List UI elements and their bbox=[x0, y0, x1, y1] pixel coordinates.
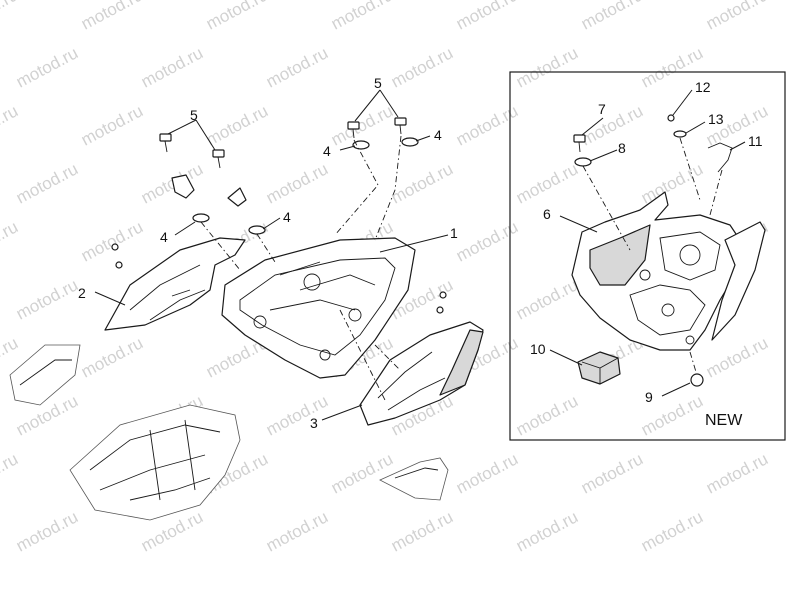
callout-5b: 5 bbox=[374, 75, 382, 91]
bolt-7 bbox=[573, 134, 586, 153]
watermark-text-8: motod.ru bbox=[138, 43, 206, 91]
frame-ghost bbox=[9, 344, 449, 521]
watermark-text-55: motod.ru bbox=[328, 449, 396, 497]
washer-4-c bbox=[192, 213, 210, 223]
watermark-text-64: motod.ru bbox=[638, 507, 706, 555]
bolt-5-b bbox=[212, 149, 225, 169]
watermark-text-21: motod.ru bbox=[138, 159, 206, 207]
washer-8 bbox=[574, 157, 592, 167]
callout-13: 13 bbox=[708, 111, 724, 127]
part-6-tail-cover bbox=[571, 191, 766, 351]
watermark-text-63: motod.ru bbox=[513, 507, 581, 555]
watermark-text-17: motod.ru bbox=[453, 101, 521, 149]
watermark-text-9: motod.ru bbox=[263, 43, 331, 91]
watermark-text-6: motod.ru bbox=[703, 0, 771, 34]
watermark-text-30: motod.ru bbox=[453, 217, 521, 265]
clip-11 bbox=[707, 142, 733, 173]
callout-3: 3 bbox=[310, 415, 318, 431]
callout-9: 9 bbox=[645, 389, 653, 405]
watermark-text-11: motod.ru bbox=[513, 43, 581, 91]
screw-12 bbox=[667, 114, 675, 122]
part-2-left-cover bbox=[104, 237, 246, 331]
washer-4-a bbox=[352, 140, 370, 150]
callout-7: 7 bbox=[598, 101, 606, 117]
watermark-text-23: motod.ru bbox=[388, 159, 456, 207]
callout-4a: 4 bbox=[323, 143, 331, 159]
washer-4-d bbox=[248, 225, 266, 235]
watermark-text-20: motod.ru bbox=[13, 159, 81, 207]
watermark-text-3: motod.ru bbox=[328, 0, 396, 34]
part-1-tray bbox=[221, 237, 416, 379]
watermark-text-25: motod.ru bbox=[638, 159, 706, 207]
watermark-text-37: motod.ru bbox=[513, 275, 581, 323]
new-label: NEW bbox=[705, 412, 743, 429]
callout-5a: 5 bbox=[190, 107, 198, 123]
small-nut-right-2 bbox=[436, 306, 444, 314]
bolt-5-c bbox=[347, 121, 360, 139]
watermark-text-13: motod.ru bbox=[0, 101, 21, 149]
leader-lines bbox=[94, 89, 449, 421]
washer-4-b bbox=[401, 137, 419, 147]
callout-8: 8 bbox=[618, 140, 626, 156]
watermark-text-50: motod.ru bbox=[513, 391, 581, 439]
small-nut-left bbox=[111, 243, 119, 251]
inset-leader-lines bbox=[549, 89, 746, 397]
watermark-text-58: motod.ru bbox=[703, 449, 771, 497]
watermark-text-52: motod.ru bbox=[0, 449, 21, 497]
watermark-text-15: motod.ru bbox=[203, 101, 271, 149]
watermark-text-14: motod.ru bbox=[78, 101, 146, 149]
watermark-text-26: motod.ru bbox=[0, 217, 21, 265]
watermark-text-24: motod.ru bbox=[513, 159, 581, 207]
watermark-text-7: motod.ru bbox=[13, 43, 81, 91]
callout-12: 12 bbox=[695, 79, 711, 95]
watermark-text-40: motod.ru bbox=[78, 333, 146, 381]
watermark-text-61: motod.ru bbox=[263, 507, 331, 555]
watermark-text-48: motod.ru bbox=[263, 391, 331, 439]
callout-11: 11 bbox=[748, 133, 763, 149]
washer-13 bbox=[673, 130, 687, 138]
small-nut-right bbox=[439, 291, 447, 299]
callout-1: 1 bbox=[450, 225, 458, 241]
assembly-lines bbox=[200, 135, 402, 401]
bolt-5-d bbox=[394, 117, 407, 135]
inset-assembly-lines bbox=[582, 137, 723, 373]
bolt-5-a bbox=[159, 133, 172, 153]
watermark-text-18: motod.ru bbox=[578, 101, 646, 149]
watermark-text-4: motod.ru bbox=[453, 0, 521, 34]
callout-4d: 4 bbox=[283, 209, 291, 225]
watermark-text-5: motod.ru bbox=[578, 0, 646, 34]
watermark-text-22: motod.ru bbox=[263, 159, 331, 207]
watermark-text-62: motod.ru bbox=[388, 507, 456, 555]
callout-2: 2 bbox=[78, 285, 86, 301]
callout-labels: 1 2 3 4 4 4 4 5 5 6 7 8 9 10 11 12 13 NE… bbox=[78, 75, 763, 431]
watermark-text-2: motod.ru bbox=[203, 0, 271, 34]
watermark-text-0: motod.ru bbox=[0, 0, 21, 34]
callout-4c: 4 bbox=[160, 229, 168, 245]
callout-4b: 4 bbox=[434, 127, 442, 143]
watermark-text-33: motod.ru bbox=[13, 275, 81, 323]
small-brackets bbox=[171, 174, 247, 207]
watermark-text-1: motod.ru bbox=[78, 0, 146, 34]
part-3-right-cover bbox=[359, 321, 484, 426]
watermark-text-56: motod.ru bbox=[453, 449, 521, 497]
watermark-text-45: motod.ru bbox=[703, 333, 771, 381]
watermark-text-57: motod.ru bbox=[578, 449, 646, 497]
watermark-text-10: motod.ru bbox=[388, 43, 456, 91]
callout-10: 10 bbox=[530, 341, 546, 357]
rubber-mount-10 bbox=[577, 351, 621, 385]
nut-9 bbox=[690, 373, 704, 387]
watermark-text-59: motod.ru bbox=[13, 507, 81, 555]
watermark-text-27: motod.ru bbox=[78, 217, 146, 265]
inset-frame bbox=[509, 71, 786, 441]
callout-6: 6 bbox=[543, 206, 551, 222]
small-nut-left-2 bbox=[115, 261, 123, 269]
